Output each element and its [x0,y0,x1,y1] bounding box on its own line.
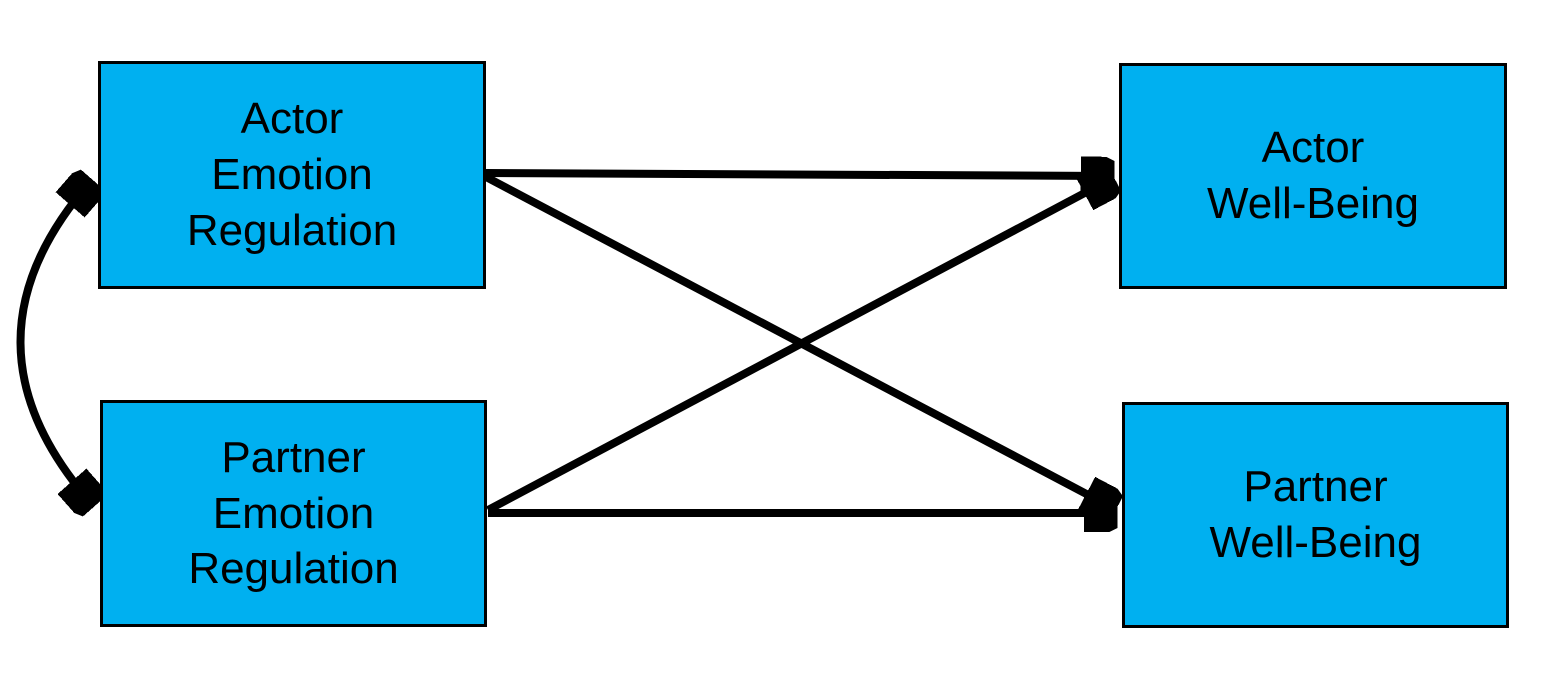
node-partner-well-being: Partner Well-Being [1122,402,1509,628]
node-actor-well-being: Actor Well-Being [1119,63,1507,289]
arrow-actor-er-to-actor-wb [485,173,1111,176]
node-actor-emotion-regulation: Actor Emotion Regulation [98,61,486,289]
correlation-arrow-actor-er-partner-er [16,182,92,504]
arrow-partner-er-to-actor-wb [486,179,1111,514]
node-partner-emotion-regulation: Partner Emotion Regulation [100,400,487,627]
arrow-actor-er-to-partner-wb [484,173,1113,508]
